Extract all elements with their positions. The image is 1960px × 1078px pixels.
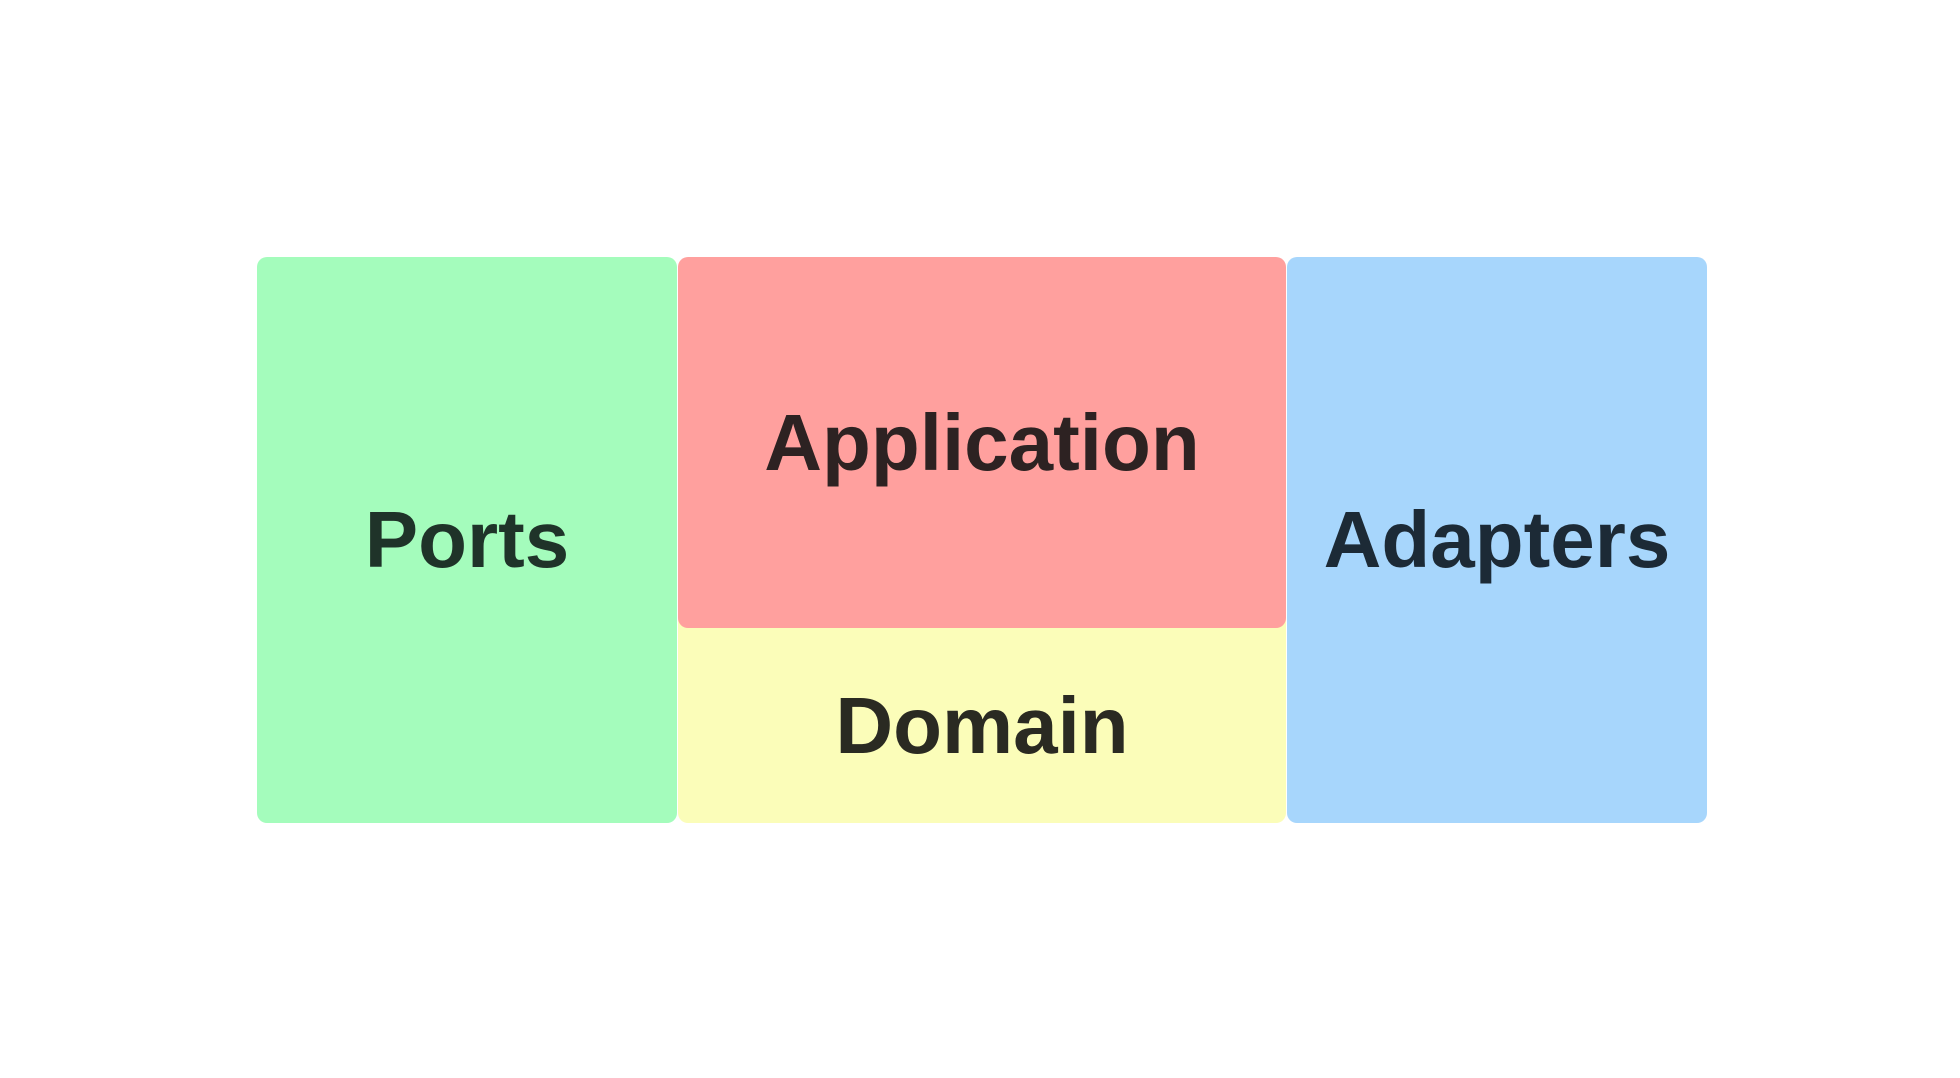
ports-block: Ports [257, 257, 677, 823]
domain-label: Domain [835, 680, 1129, 770]
application-block: Application [678, 257, 1286, 628]
adapters-label: Adapters [1323, 495, 1671, 584]
domain-block: Domain [678, 618, 1286, 823]
application-label: Application [764, 397, 1200, 487]
adapters-block: Adapters [1287, 257, 1707, 823]
ports-label: Ports [364, 495, 570, 584]
